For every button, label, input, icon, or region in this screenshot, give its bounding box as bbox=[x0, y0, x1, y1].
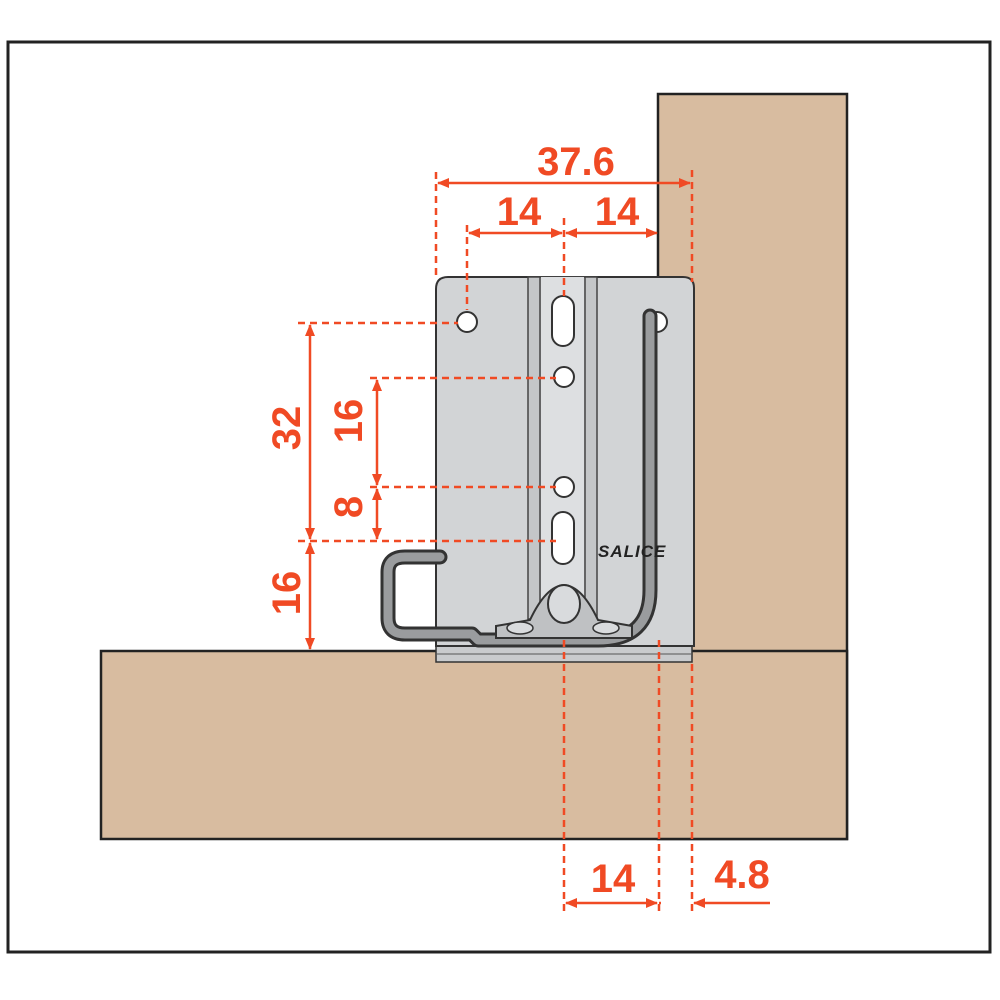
bottom-panel bbox=[99, 649, 849, 841]
dim-label-14-bottom: 14 bbox=[591, 857, 636, 901]
dim-label-37-6: 37.6 bbox=[537, 140, 615, 184]
dim-label-8: 8 bbox=[327, 496, 371, 518]
dim-label-4-8: 4.8 bbox=[714, 853, 770, 897]
dim-label-14-left: 14 bbox=[497, 190, 542, 234]
dim-label-32: 32 bbox=[265, 406, 309, 451]
dim-label-16-upper: 16 bbox=[327, 399, 371, 444]
dim-label-14-right: 14 bbox=[595, 190, 640, 234]
brand-label: SALICE bbox=[598, 542, 666, 561]
corner-hole-left bbox=[456, 311, 478, 333]
bent-rod bbox=[380, 308, 658, 648]
slot-hole-lower bbox=[551, 511, 575, 565]
round-hole-upper bbox=[553, 366, 575, 388]
roller-mechanism bbox=[495, 583, 633, 639]
dim-label-16-lower: 16 bbox=[265, 571, 309, 616]
round-hole-lower bbox=[553, 476, 575, 498]
slot-hole-upper bbox=[551, 295, 575, 347]
dimension-lines bbox=[298, 170, 770, 915]
